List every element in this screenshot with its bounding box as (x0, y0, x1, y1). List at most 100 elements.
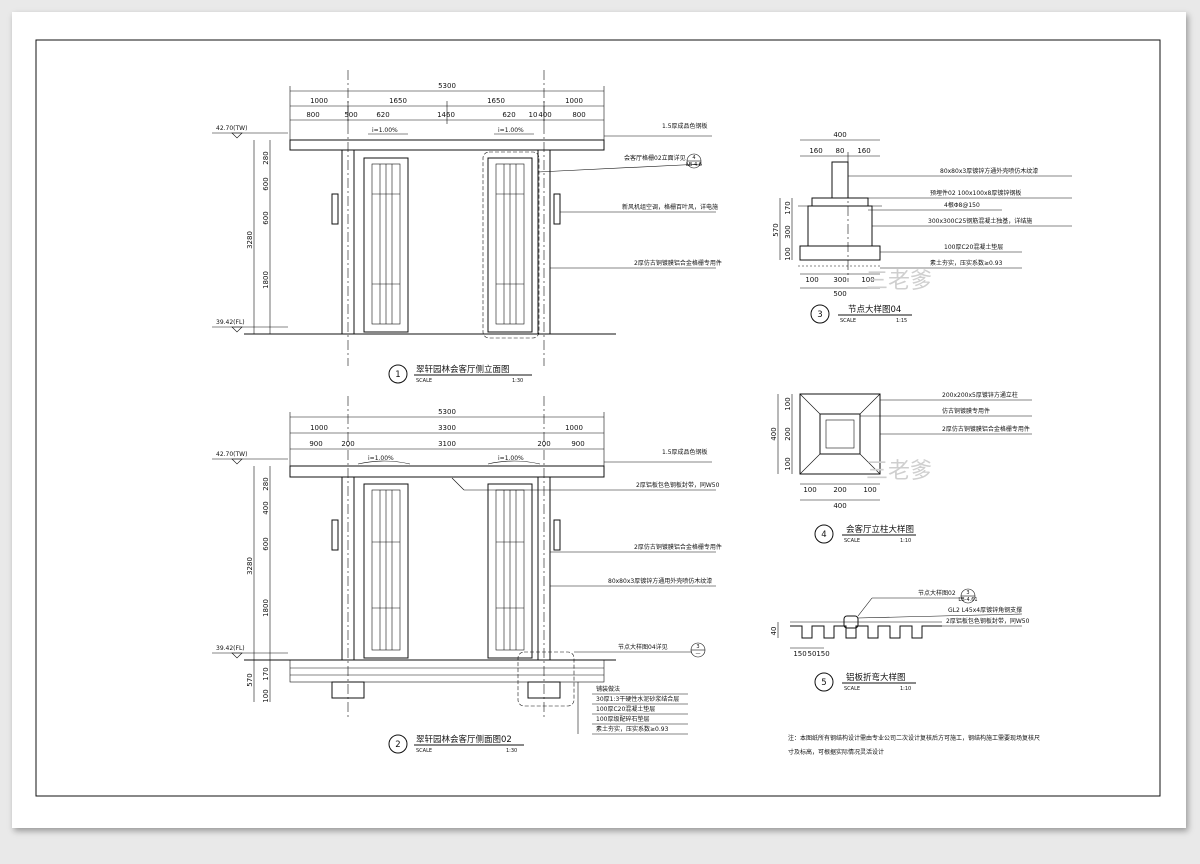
detail-boundary (517, 651, 575, 707)
callout: 2厚仿古铜镀膜铝合金格栅专用件 (942, 425, 1030, 433)
dim-label: 800 (572, 111, 585, 119)
dim-label: 800 (306, 111, 319, 119)
dim-label: 900 (571, 440, 584, 448)
dim-label: 200 (537, 440, 550, 448)
dim-label: 10 (529, 111, 538, 119)
dim-label: 200 (784, 427, 792, 440)
column (537, 149, 551, 335)
scale-value: 1:30 (512, 378, 523, 384)
dim-label: 3100 (438, 440, 456, 448)
dim-label: 40 (770, 627, 778, 636)
dim-label: 1650 (389, 97, 407, 105)
view-number: 4 (821, 530, 826, 540)
callout: 1.5厚成品色钢板 (662, 122, 708, 130)
callout: 300x300C25钢筋混凝土独基，详结施 (928, 217, 1032, 225)
view-number-circle (814, 672, 834, 692)
dim-label: 400 (833, 131, 846, 139)
scale-label: SCALE (416, 378, 432, 384)
dim-label: 1000 (310, 424, 328, 432)
view-4-column-detail: 400 100 200 100 100 200 100 400 200x200x… (770, 391, 1032, 544)
column (341, 476, 355, 661)
dim-label: 300 (784, 225, 792, 238)
view-number-circle (814, 524, 834, 544)
table-row: 30厚1:3干硬性水泥砂浆结合层 (596, 695, 679, 703)
callout: 节点大样图02 (918, 589, 956, 597)
dim-label: 150 (816, 650, 829, 658)
dim-label: 1000 (310, 97, 328, 105)
scale-value: 1:15 (896, 318, 907, 324)
leader-line (857, 613, 1023, 619)
level-mark: 42.70(TW) (216, 451, 247, 458)
dim-label: 100 (863, 486, 876, 494)
footing (527, 681, 561, 699)
concrete-footing (807, 205, 873, 247)
dim-label: 600 (262, 177, 270, 190)
dim-label: 500 (344, 111, 357, 119)
wall-lamp (331, 519, 339, 551)
dim-label: 3300 (438, 424, 456, 432)
lattice-screen (363, 157, 409, 333)
callout: 仿古铜镀膜专用件 (942, 407, 990, 415)
paving-spec-table: 铺装做法 30厚1:3干硬性水泥砂浆结合层 100厚C20混凝土垫层 100厚级… (577, 682, 688, 735)
dim-label: 5300 (438, 408, 456, 416)
dim-label: 100 (262, 689, 270, 702)
dim-label: 200 (833, 486, 846, 494)
dim-label: 400 (770, 427, 778, 440)
roof-fascia (289, 465, 605, 478)
scale-label: SCALE (416, 748, 432, 754)
slope-label: i=1.00% (372, 127, 398, 134)
concrete-pad (799, 245, 881, 261)
view-number: 1 (395, 370, 400, 380)
view-5-panel-detail: 40 150 50 150 节点大样图02 3 LB-4.61 GL2 L45x… (770, 588, 1030, 692)
watermark: 三老爹 (866, 459, 932, 484)
scale-label: SCALE (844, 538, 860, 544)
drawing-frame (35, 39, 1161, 797)
dim-label: 100 (805, 276, 818, 284)
scale-value: 1:10 (900, 686, 911, 692)
leader-line (857, 597, 873, 617)
callout: 素土夯实，压实系数≥0.93 (930, 259, 1003, 267)
general-note: 注：本图纸所有钢结构设计需由专业公司二次设计复核后方可施工，钢结构施工需要现场复… (788, 734, 1040, 742)
dim-label: 3280 (246, 557, 254, 575)
dim-label: 100 (861, 276, 874, 284)
callout: 2厚仿古铜镀膜铝合金格栅专用件 (634, 543, 722, 551)
callout: 节点大样图04详见 (618, 643, 668, 651)
detail-ref-sheet: LB-4.6 (686, 162, 702, 168)
view-title: 会客厅立柱大样图 (846, 524, 914, 535)
scale-value: 1:10 (900, 538, 911, 544)
dim-label: 100 (803, 486, 816, 494)
dim-label: 170 (262, 667, 270, 680)
callout: 2厚铝板包色钢板封带，同W50 (946, 617, 1030, 625)
callout: 4根Φ8@150 (944, 201, 980, 209)
table-row: 100厚C20混凝土垫层 (596, 705, 655, 713)
leader-line (537, 163, 703, 173)
detail-ref-number: 3 (966, 590, 969, 596)
chamfer-line (859, 453, 881, 475)
slope-label: i=1.00% (498, 127, 524, 134)
level-triangle (231, 652, 243, 659)
watermark: 三老爹 (866, 269, 932, 294)
slope-label: i=1.00% (368, 455, 394, 462)
detail-ref-number: 4 (692, 155, 695, 161)
view-number-circle (388, 364, 408, 384)
table-row: 铺装做法 (596, 685, 620, 693)
dim-label: 600 (262, 211, 270, 224)
scale-label: SCALE (844, 686, 860, 692)
wall-lamp (553, 519, 561, 551)
callout: 80x80x3厚镀锌方通外壳喷仿木纹漆 (940, 167, 1038, 175)
column (537, 476, 551, 661)
dim-label: 620 (376, 111, 389, 119)
view-title: 翠轩园林会客厅侧立面图 (416, 364, 510, 375)
angle-support (843, 615, 859, 629)
dim-label: 100 (784, 397, 792, 410)
paving-layers (289, 659, 605, 683)
level-triangle (231, 458, 243, 465)
dim-label: 1460 (437, 111, 455, 119)
level-mark: 42.70(TW) (216, 125, 247, 132)
scale-label: SCALE (840, 318, 856, 324)
chamfer-line (799, 393, 821, 415)
view-number: 5 (821, 678, 826, 688)
callout: GL2 L45x4厚镀锌角钢支撑 (948, 606, 1022, 614)
column-inner (819, 413, 861, 455)
lattice-screen (487, 483, 533, 659)
